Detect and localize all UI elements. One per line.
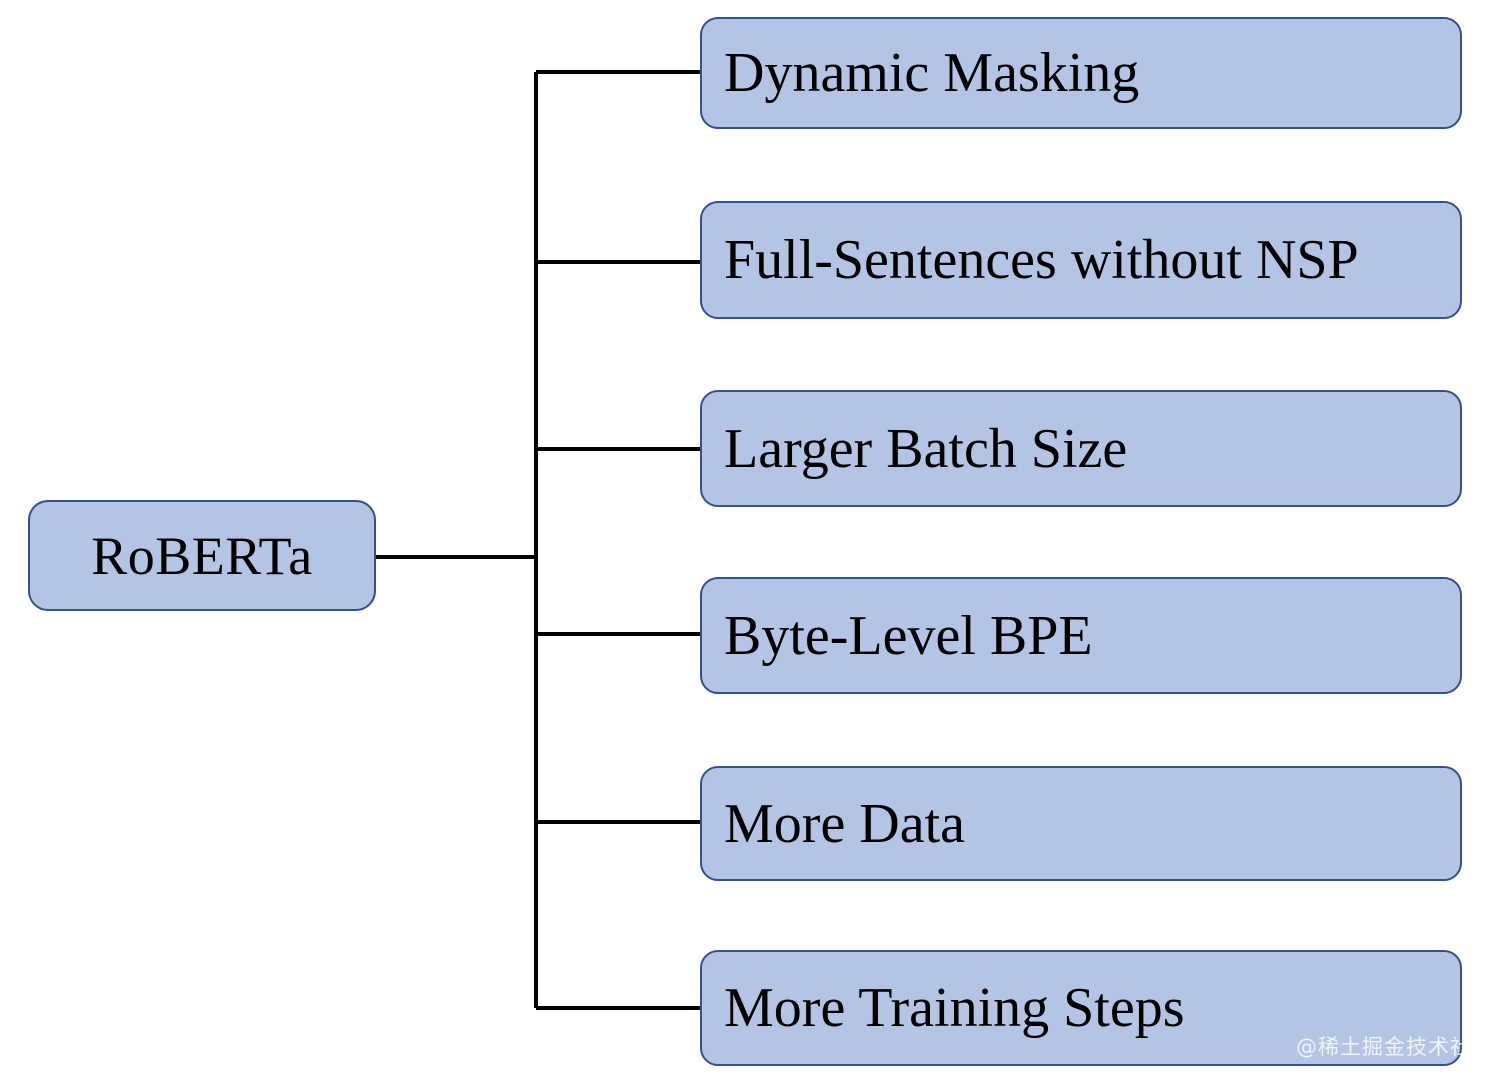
node-dynamic-masking[interactable]: Dynamic Masking: [700, 17, 1462, 129]
node-label: Byte-Level BPE: [724, 604, 1093, 667]
node-label: Dynamic Masking: [724, 42, 1140, 104]
node-larger-batch-size[interactable]: Larger Batch Size: [700, 390, 1462, 507]
node-more-data[interactable]: More Data: [700, 766, 1462, 881]
node-root-label: RoBERTa: [91, 525, 313, 586]
node-label: More Data: [724, 792, 966, 855]
node-byte-level-bpe[interactable]: Byte-Level BPE: [700, 577, 1462, 694]
node-label: Larger Batch Size: [724, 417, 1128, 480]
node-more-training-steps[interactable]: More Training Steps: [700, 950, 1462, 1066]
node-full-sentences-without-nsp[interactable]: Full-Sentences without NSP: [700, 201, 1462, 319]
node-label: Full-Sentences without NSP: [724, 229, 1359, 291]
watermark-text: @稀土掘金技术社区: [1296, 1035, 1494, 1059]
node-label: More Training Steps: [724, 977, 1185, 1039]
node-root-roberta[interactable]: RoBERTa: [28, 500, 376, 611]
